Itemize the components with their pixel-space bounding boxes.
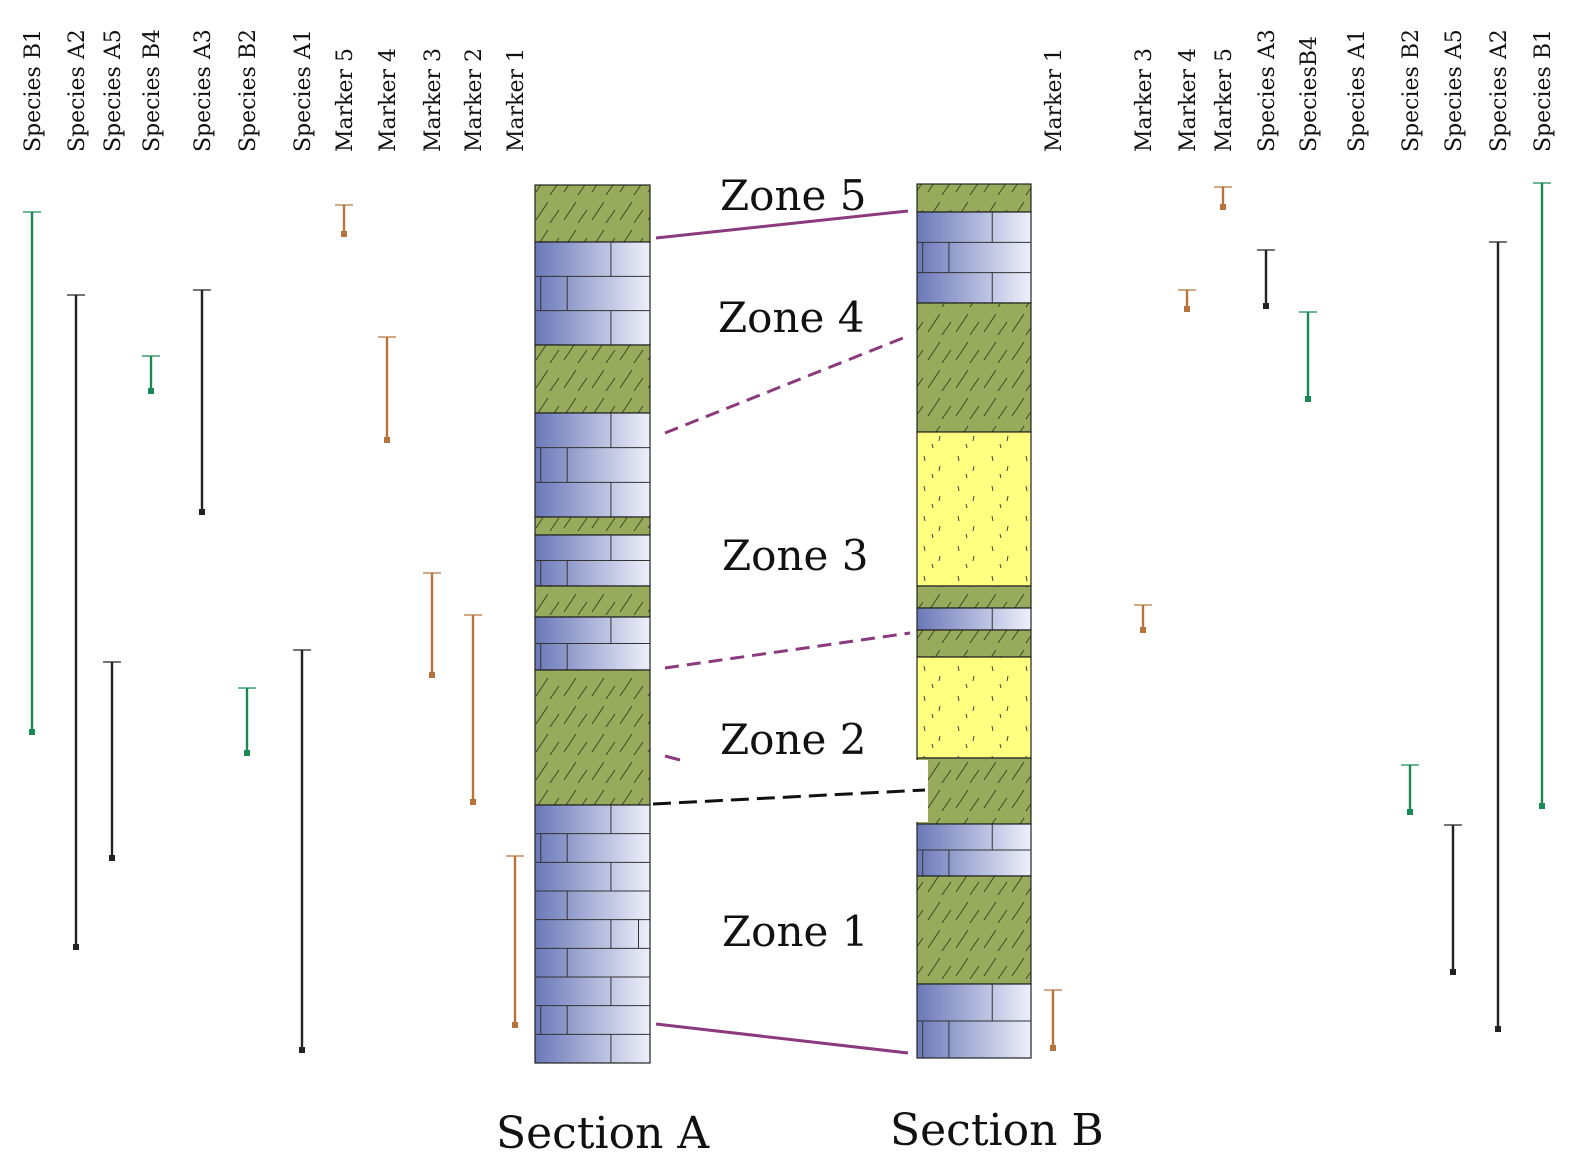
section-a-range-bar-2 — [103, 661, 121, 861]
correlation-line-zone2-fragment — [664, 754, 681, 762]
section-a-layer-4 — [534, 516, 651, 536]
section-b-range-bar-3 — [1214, 186, 1232, 210]
section-a-range-bar-5 — [238, 687, 256, 756]
section-a-range-label-3: Species B4 — [140, 29, 165, 152]
section-b-layer-8 — [916, 757, 1032, 825]
section-b-layer-7 — [916, 656, 1032, 759]
section-b-range-bar-2 — [1178, 289, 1196, 312]
section-a-range-label-6: Species A1 — [291, 29, 316, 152]
section-b-range-bar-4 — [1257, 249, 1275, 309]
section-a-range-bar-7 — [335, 204, 353, 237]
section-b-layer-0 — [916, 183, 1032, 213]
zone-1-label: Zone 1 — [722, 907, 868, 956]
zone-5-label: Zone 5 — [720, 171, 866, 220]
section-a-title: Section A — [496, 1108, 710, 1159]
section-b-range-bar-8 — [1444, 824, 1462, 975]
correlation-line-zone5-top — [655, 209, 909, 240]
section-a-layer-2 — [534, 344, 651, 414]
section-b-layer-6 — [916, 629, 1032, 658]
correlation-line-zone4-base — [664, 334, 909, 435]
section-b-layer-5 — [916, 607, 1032, 631]
correlation-line-zone1-base — [655, 1022, 909, 1055]
section-a-range-bar-8 — [378, 336, 396, 443]
section-a-layer-9 — [534, 804, 651, 1064]
section-b-range-label-7: Species B2 — [1399, 29, 1424, 152]
section-b-column — [912, 183, 1032, 1059]
section-a-range-label-5: Species B2 — [236, 29, 261, 152]
section-b-layer-9 — [916, 823, 1032, 877]
correlation-line-zone2-base — [652, 788, 926, 806]
section-b-layer-2 — [916, 302, 1032, 433]
section-b-layer-1 — [916, 211, 1032, 304]
section-a-layer-0 — [534, 184, 651, 243]
section-b-range-label-1: Marker 3 — [1132, 48, 1157, 152]
section-a-layer-6 — [534, 585, 651, 618]
section-b-range-label-0: Marker 1 — [1042, 48, 1067, 152]
section-a-range-bar-6 — [293, 649, 311, 1053]
section-a-column — [534, 184, 651, 1064]
section-b-range-label-6: Species A1 — [1345, 29, 1370, 152]
zone-4-label: Zone 4 — [718, 293, 864, 342]
section-b-range-bars — [1044, 182, 1551, 1051]
correlation-line-zone3-base — [664, 631, 911, 670]
section-a-range-label-0: Species B1 — [21, 29, 46, 152]
section-a-range-bar-1 — [67, 294, 85, 950]
section-b-range-bar-1 — [1134, 604, 1152, 633]
section-a-range-bar-11 — [506, 855, 524, 1028]
section-a-layer-5 — [534, 534, 651, 587]
zone-2-label: Zone 2 — [720, 715, 866, 764]
section-a-range-label-7: Marker 5 — [333, 48, 358, 152]
section-b-range-bar-9 — [1489, 241, 1507, 1032]
section-a-range-bars — [23, 204, 524, 1053]
section-b-range-labels: Marker 1 Marker 3 Marker 4 Marker 5 Species … — [1042, 29, 1556, 152]
section-b-range-bar-7 — [1401, 764, 1419, 815]
section-a-range-label-11: Marker 1 — [504, 48, 529, 152]
section-b-range-bar-10 — [1533, 182, 1551, 809]
section-a-range-label-9: Marker 3 — [421, 48, 446, 152]
section-a-layer-8 — [534, 669, 651, 806]
section-b-range-label-4: Species A3 — [1255, 29, 1280, 152]
section-a-layer-7 — [534, 616, 651, 671]
section-b-range-label-8: Species A5 — [1442, 29, 1467, 152]
section-b-layer-10 — [916, 875, 1032, 985]
section-a-layer-1 — [534, 241, 651, 346]
correlation-lines — [652, 209, 926, 1055]
section-a-range-bar-4 — [193, 289, 211, 515]
section-b-range-label-2: Marker 4 — [1176, 48, 1201, 152]
section-a-range-bar-3 — [142, 355, 160, 394]
section-b-range-label-3: Marker 5 — [1212, 48, 1237, 152]
section-b-layer-3 — [916, 431, 1032, 587]
section-b-range-bar-0 — [1044, 989, 1062, 1051]
section-a-range-label-2: Species A5 — [101, 29, 126, 152]
section-a-range-bar-0 — [23, 211, 41, 735]
section-b-range-label-9: Species A2 — [1487, 29, 1512, 152]
section-b-range-label-5: SpeciesB4 — [1297, 36, 1322, 152]
section-a-range-label-8: Marker 4 — [376, 48, 401, 152]
section-a-range-bar-10 — [464, 614, 482, 805]
section-b-layer-4 — [916, 585, 1032, 609]
zone-3-label: Zone 3 — [722, 531, 868, 580]
section-a-range-bar-9 — [423, 572, 441, 678]
section-b-range-label-10: Species B1 — [1531, 29, 1556, 152]
section-b-layer-11 — [916, 983, 1032, 1059]
section-a-range-label-4: Species A3 — [191, 29, 216, 152]
section-b-range-bar-5 — [1299, 311, 1317, 402]
section-a-range-label-10: Marker 2 — [462, 48, 487, 152]
section-b-title: Section B — [890, 1105, 1104, 1156]
section-a-range-label-1: Species A2 — [65, 29, 90, 152]
section-a-range-labels: Species B1 Species A2 Species A5 Species B4… — [21, 29, 529, 152]
section-a-layer-3 — [534, 412, 651, 518]
